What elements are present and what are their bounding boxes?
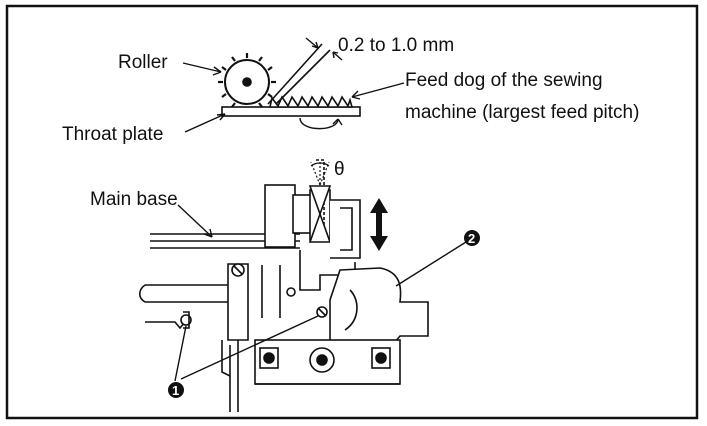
feed-dog-label-line2: machine (largest feed pitch): [405, 102, 639, 123]
gap-line-left: [267, 43, 323, 105]
throat-plate-shape: [221, 106, 361, 117]
top-leaders: [182, 62, 405, 133]
callout-2-leader: [395, 241, 467, 287]
throat-plate-label: Throat plate: [62, 124, 163, 145]
top-detail-illustration: [218, 37, 361, 130]
theta-label: θ: [334, 159, 345, 180]
callout-2-badge: [464, 230, 480, 246]
up-down-arrow-icon: [370, 198, 388, 251]
roller-label: Roller: [118, 52, 168, 73]
diagram-frame: [5, 4, 699, 420]
callout-1-badge: [168, 382, 184, 398]
main-base-leader: [177, 204, 213, 238]
feed-dog-label-line1: Feed dog of the sewing: [405, 70, 603, 91]
callout-2-number: 2: [468, 231, 475, 246]
gap-line-right: [275, 49, 331, 105]
callout-1-number: 1: [172, 383, 179, 398]
gap-label: 0.2 to 1.0 mm: [338, 35, 454, 56]
feed-motion-arrow: [299, 117, 339, 130]
main-base-label: Main base: [90, 189, 178, 210]
theta-indicator: [310, 161, 330, 186]
feed-dog-shape: [269, 95, 354, 108]
main-assembly-illustration: [138, 159, 429, 412]
callout-1-leaders: [174, 315, 319, 382]
